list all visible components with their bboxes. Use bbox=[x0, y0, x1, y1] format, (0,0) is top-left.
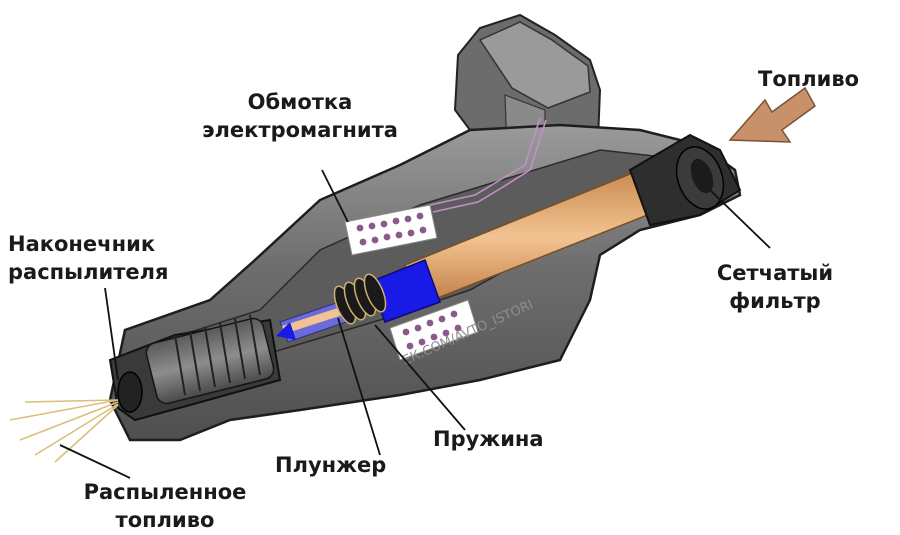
fuel-spray bbox=[9, 399, 119, 463]
spring bbox=[333, 273, 387, 325]
mesh-filter bbox=[628, 133, 742, 227]
coil-label: Обмотка электромагнита bbox=[185, 88, 415, 144]
nozzle-tip-label-line2: распылителя bbox=[8, 260, 169, 284]
filter-label-line2: фильтр bbox=[729, 289, 821, 313]
spray-label-line2: топливо bbox=[115, 508, 215, 532]
filter-label: Сетчатый фильтр bbox=[690, 259, 860, 315]
leader-lines bbox=[59, 169, 771, 479]
spring-label: Пружина bbox=[433, 427, 544, 451]
fuel-in-label: Топливо bbox=[758, 67, 860, 91]
plunger-label: Плунжер bbox=[275, 453, 387, 477]
fuel-inlet-arrow bbox=[728, 86, 816, 143]
nozzle-tip-label-line1: Наконечник bbox=[8, 232, 156, 256]
coil-label-line1: Обмотка bbox=[247, 90, 353, 114]
solenoid-coil-upper bbox=[344, 117, 547, 256]
filter-label-line1: Сетчатый bbox=[716, 261, 834, 285]
plunger bbox=[276, 259, 441, 343]
spray-label: Распыленное топливо bbox=[60, 478, 270, 534]
nozzle-tip-label: Наконечник распылителя bbox=[8, 230, 169, 286]
spray-label-line1: Распыленное bbox=[83, 480, 247, 504]
coil-label-line2: электромагнита bbox=[202, 118, 398, 142]
nozzle-tip bbox=[108, 314, 282, 422]
